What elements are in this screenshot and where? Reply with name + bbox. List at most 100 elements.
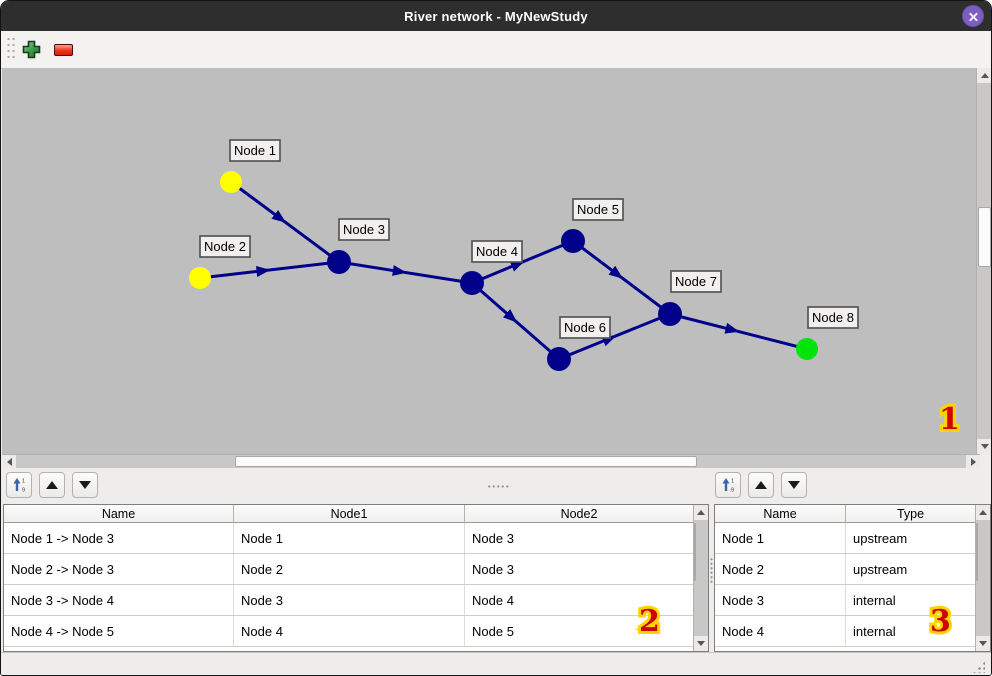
table-cell[interactable]: Node 2 [234, 554, 465, 584]
table-cell[interactable]: Node 3 -> Node 4 [4, 585, 234, 615]
table-row[interactable]: Node 2 upstream [715, 554, 975, 585]
node-label-box[interactable] [229, 139, 281, 162]
column-header[interactable]: Node1 [234, 505, 465, 523]
node-label: Node 1 [234, 143, 276, 158]
triangle-up-icon [979, 510, 987, 515]
vertical-scroll-track[interactable] [977, 83, 991, 439]
network-node[interactable] [220, 171, 242, 193]
node-label: Node 6 [564, 320, 606, 335]
network-node[interactable] [189, 267, 211, 289]
node-label-box[interactable] [572, 198, 624, 221]
edge-arrow-icon [503, 309, 518, 323]
network-node[interactable] [796, 338, 818, 360]
table-row[interactable]: Node 4 internal [715, 616, 975, 647]
triangle-up-icon [980, 73, 989, 78]
title-bar[interactable]: River network - MyNewStudy [1, 1, 991, 31]
table-cell[interactable]: Node 2 -> Node 3 [4, 554, 234, 584]
network-node[interactable] [561, 229, 585, 253]
table-cell[interactable]: Node 4 [472, 592, 514, 608]
column-header[interactable]: Name [715, 505, 846, 523]
network-node[interactable] [327, 250, 351, 274]
table-cell[interactable]: upstream [853, 561, 908, 577]
horizontal-scroll-thumb[interactable] [235, 456, 697, 467]
table-cell[interactable]: Node 5 [472, 623, 514, 639]
remove-button[interactable] [50, 37, 76, 62]
table-row[interactable]: Node 3 internal [715, 585, 975, 616]
nodes-sort-button[interactable]: 1 9 [715, 472, 741, 498]
scroll-up-button[interactable] [977, 68, 991, 83]
pane-splitter-handle[interactable] [487, 484, 511, 489]
table-cell[interactable]: Node 1 [234, 523, 465, 553]
scroll-down-button[interactable] [694, 636, 708, 651]
scroll-left-button[interactable] [2, 455, 16, 468]
table-cell[interactable]: Node 1 [715, 523, 846, 553]
table-cell[interactable]: Node 1 -> Node 3 [4, 523, 234, 553]
triangle-down-icon [979, 641, 987, 646]
window-title: River network - MyNewStudy [404, 8, 588, 24]
canvas-horizontal-scrollbar[interactable] [2, 454, 980, 468]
resize-grip-icon[interactable] [972, 661, 985, 673]
triangle-up-icon [46, 481, 58, 489]
table-cell[interactable]: Node 2 [715, 554, 846, 584]
node-label: Node 2 [204, 239, 246, 254]
table-row[interactable]: Node 1 upstream [715, 523, 975, 554]
nodes-move-up-button[interactable] [748, 472, 774, 498]
close-button[interactable] [962, 5, 984, 27]
scroll-down-button[interactable] [976, 636, 990, 651]
node-label-box[interactable] [807, 306, 859, 329]
triangle-up-icon [755, 481, 767, 489]
node-label-box[interactable] [199, 235, 251, 258]
table-cell[interactable]: Node 4 -> Node 5 [4, 616, 234, 646]
nodes-table-scrollbar[interactable] [975, 505, 990, 651]
table-cell[interactable]: Node 4 [715, 616, 846, 646]
svg-text:9: 9 [731, 488, 734, 494]
vertical-scroll-thumb[interactable] [978, 207, 991, 267]
triangle-up-icon [697, 510, 705, 515]
table-cell[interactable]: Node 3 [715, 585, 846, 615]
vertical-scroll-thumb[interactable] [976, 523, 978, 581]
scroll-right-button[interactable] [966, 455, 980, 468]
links-table-scrollbar[interactable] [693, 505, 708, 651]
node-label-box[interactable] [559, 316, 611, 339]
table-cell[interactable]: Node 4 [234, 616, 465, 646]
column-header[interactable]: Type [846, 505, 975, 523]
node-label: Node 4 [476, 244, 518, 259]
links-sort-button[interactable]: 1 9 [6, 472, 32, 498]
node-label-box[interactable] [670, 270, 722, 293]
links-move-down-button[interactable] [72, 472, 98, 498]
toolbar-drag-handle[interactable] [6, 36, 16, 62]
node-label-box[interactable] [338, 218, 390, 241]
vertical-scroll-thumb[interactable] [694, 523, 696, 581]
tables-splitter-handle[interactable] [709, 557, 714, 583]
node-label-box[interactable] [471, 240, 523, 263]
table-cell[interactable]: upstream [853, 530, 908, 546]
scroll-up-button[interactable] [694, 505, 708, 520]
table-cell[interactable]: Node 3 [234, 585, 465, 615]
network-node[interactable] [658, 302, 682, 326]
minus-icon [53, 43, 73, 56]
table-cell[interactable]: Node 3 [472, 561, 514, 577]
add-button[interactable] [18, 37, 44, 62]
nodes-move-down-button[interactable] [781, 472, 807, 498]
column-header[interactable]: Name [4, 505, 234, 523]
network-node[interactable] [460, 271, 484, 295]
scroll-down-button[interactable] [977, 439, 991, 454]
table-cell[interactable]: internal [853, 592, 896, 608]
column-header[interactable]: Node2 [465, 505, 693, 523]
network-node[interactable] [547, 347, 571, 371]
links-move-up-button[interactable] [39, 472, 65, 498]
main-toolbar [1, 31, 991, 69]
triangle-down-icon [79, 481, 91, 489]
canvas-vertical-scrollbar[interactable] [976, 68, 991, 454]
table-cell[interactable]: Node 3 [472, 530, 514, 546]
scroll-up-button[interactable] [976, 505, 990, 520]
links-table-buttons: 1 9 [6, 472, 98, 498]
table-cell[interactable]: internal [853, 623, 896, 639]
